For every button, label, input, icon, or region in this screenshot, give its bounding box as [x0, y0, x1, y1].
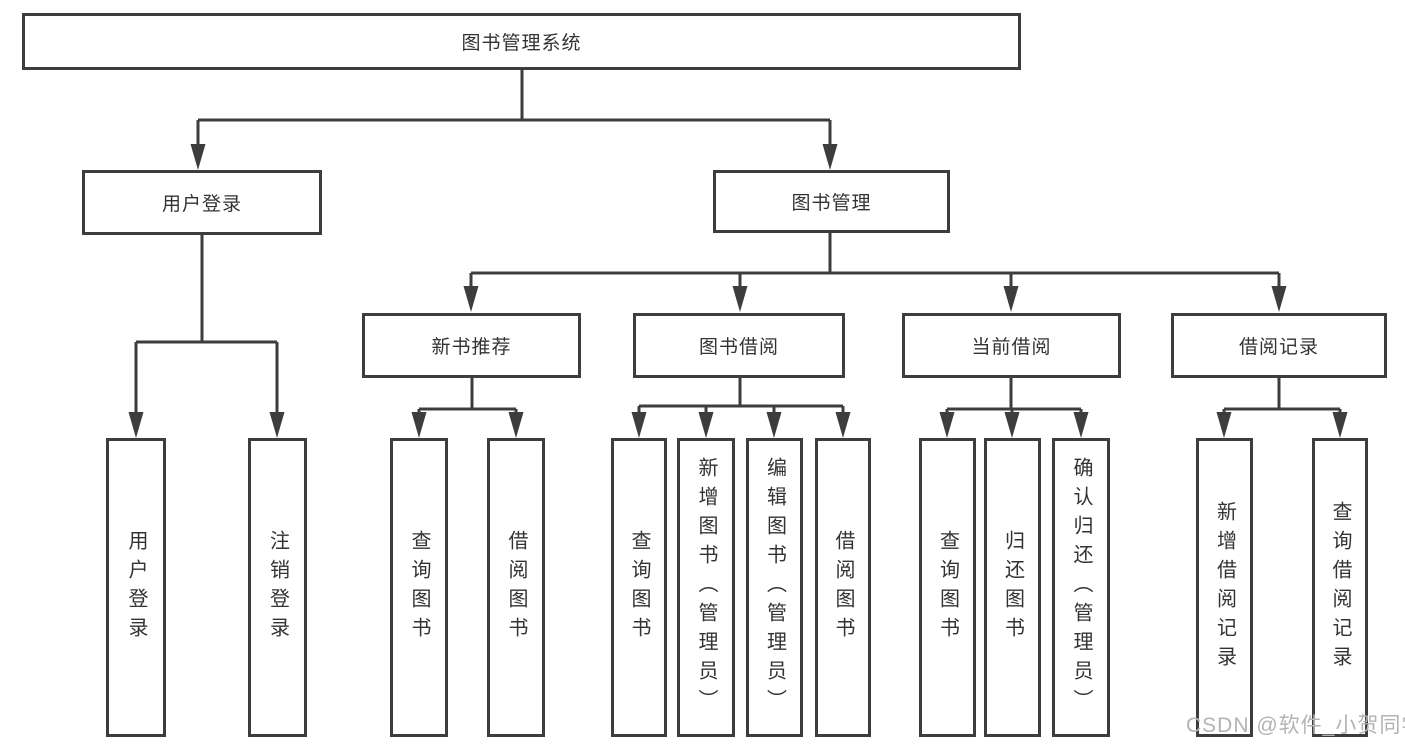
node-book-management: 图书管理: [713, 170, 950, 233]
leaf-logout: 注销登录: [248, 438, 307, 737]
leaf-user-login: 用户登录: [106, 438, 166, 737]
node-user-login: 用户登录: [82, 170, 322, 235]
node-borrowing-records: 借阅记录: [1171, 313, 1387, 378]
leaf-add-borrow-record: 新增借阅记录: [1196, 438, 1253, 737]
node-new-book-recommend: 新书推荐: [362, 313, 581, 378]
leaf-query-borrow-record: 查询借阅记录: [1312, 438, 1368, 737]
node-current-borrowing: 当前借阅: [902, 313, 1121, 378]
csdn-watermark: CSDN @软件_小贺同学: [1186, 714, 1405, 737]
node-root-library-system: 图书管理系统: [22, 13, 1021, 70]
node-book-borrowing: 图书借阅: [633, 313, 845, 378]
leaf-query-books-3: 查询图书: [919, 438, 976, 737]
leaf-edit-books-admin: 编辑图书（管理员）: [746, 438, 803, 737]
leaf-return-books: 归还图书: [984, 438, 1041, 737]
leaf-confirm-return-admin: 确认归还（管理员）: [1052, 438, 1110, 737]
leaf-query-books-2: 查询图书: [611, 438, 667, 737]
leaf-query-books-1: 查询图书: [390, 438, 448, 737]
leaf-borrow-books-1: 借阅图书: [487, 438, 545, 737]
leaf-add-books-admin: 新增图书（管理员）: [677, 438, 735, 737]
leaf-borrow-books-2: 借阅图书: [815, 438, 871, 737]
